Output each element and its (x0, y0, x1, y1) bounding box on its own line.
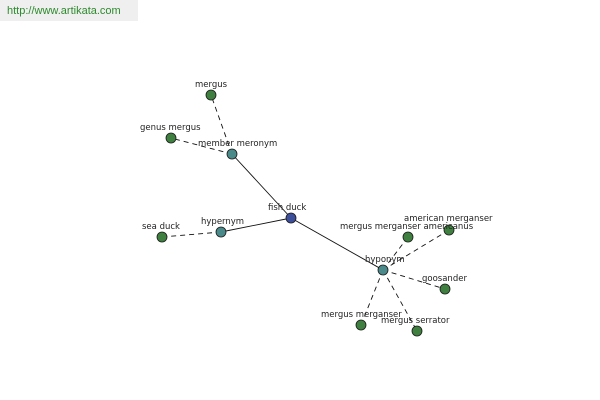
edge-fish-duck-to-hyponym (290, 217, 384, 271)
node-mergus-merganser-americanus[interactable] (402, 231, 414, 243)
graph-labels: fish duck member meronym hypernym hyponym me… (140, 80, 493, 326)
label-mergus-merganser[interactable]: mergus merganser (321, 310, 402, 320)
node-fish-duck[interactable] (285, 212, 297, 224)
graph-nodes (156, 89, 455, 337)
label-mergus-merganser-americanus[interactable]: mergus merganser americanus (340, 222, 474, 232)
label-american-merganser[interactable]: american merganser (404, 214, 493, 224)
graph-edges (161, 94, 450, 332)
edge-fish-duck-to-hypernym (220, 217, 292, 233)
label-hyponym[interactable]: hyponym (365, 255, 405, 265)
edge-hyponym-to-mergus-serrator (382, 269, 418, 332)
label-member-meronym[interactable]: member meronym (198, 139, 277, 149)
edge-hyponym-to-goosander (382, 269, 446, 290)
edge-member-meronym-to-genus-mergus (170, 137, 233, 155)
node-genus-mergus[interactable] (165, 132, 177, 144)
site-url-link[interactable]: http://www.artikata.com (7, 5, 121, 17)
node-hyponym[interactable] (377, 264, 389, 276)
url-banner: http://www.artikata.com (0, 0, 138, 21)
edge-hypernym-to-sea-duck (161, 231, 222, 238)
node-sea-duck[interactable] (156, 231, 168, 243)
label-sea-duck[interactable]: sea duck (142, 222, 180, 232)
edge-hyponym-to-american-merganser (382, 229, 450, 271)
node-member-meronym[interactable] (226, 148, 238, 160)
edge-hyponym-to-mergus-merganser (360, 269, 384, 326)
label-hypernym[interactable]: hypernym (201, 217, 244, 227)
node-american-merganser[interactable] (443, 224, 455, 236)
edge-fish-duck-to-member-meronym (231, 153, 292, 219)
label-goosander[interactable]: goosander (422, 274, 467, 284)
label-fish-duck[interactable]: fish duck (268, 203, 306, 213)
node-mergus-merganser[interactable] (355, 319, 367, 331)
node-mergus-serrator[interactable] (411, 325, 423, 337)
label-mergus[interactable]: mergus (195, 80, 228, 90)
edge-hyponym-to-mergus-merganser-americanus (382, 236, 409, 271)
edge-member-meronym-to-mergus (210, 94, 233, 155)
label-mergus-serrator[interactable]: mergus serrator (381, 316, 450, 326)
node-hypernym[interactable] (215, 226, 227, 238)
node-mergus[interactable] (205, 89, 217, 101)
label-genus-mergus[interactable]: genus mergus (140, 123, 201, 133)
node-goosander[interactable] (439, 283, 451, 295)
